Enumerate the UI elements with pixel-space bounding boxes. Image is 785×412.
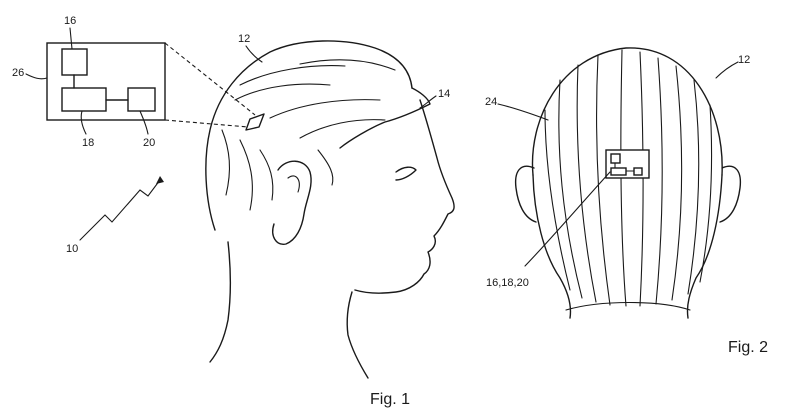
ref-label-12: 12 <box>238 33 250 45</box>
hair-strand <box>620 49 627 307</box>
ref-label-16-18-20: 16,18,20 <box>486 277 529 289</box>
hair-strand <box>639 51 644 307</box>
arrow-10 <box>79 179 161 241</box>
leader-24 <box>497 103 549 121</box>
ref-label-10: 10 <box>66 243 78 255</box>
block-20 <box>127 87 156 112</box>
ref-label-20: 20 <box>143 137 155 149</box>
hair-strand <box>699 104 713 283</box>
hair-strand <box>687 79 700 295</box>
head-left-side <box>532 174 572 319</box>
hair-strand <box>558 79 583 299</box>
head-side-view <box>205 40 455 379</box>
head-rear-view <box>514 47 742 319</box>
device-block-16 <box>610 153 621 164</box>
hair-strand <box>317 149 334 186</box>
leader-26 <box>25 73 48 80</box>
leader-20 <box>139 110 149 135</box>
projection-line-top <box>164 42 256 116</box>
block-diagram-inset <box>46 42 166 121</box>
leader-14 <box>419 95 437 109</box>
ref-label-24: 24 <box>485 96 497 108</box>
ref-label-18: 18 <box>82 137 94 149</box>
neck-line <box>565 301 691 311</box>
leader-18 <box>80 110 87 135</box>
head-top-outline <box>531 47 723 176</box>
figure-2-caption: Fig. 2 <box>728 339 768 356</box>
ref-label-12-rear: 12 <box>738 54 750 66</box>
head-back-outline <box>205 40 413 231</box>
hair-strand <box>671 65 683 301</box>
block-18 <box>61 87 107 112</box>
face-profile <box>354 99 455 294</box>
ref-label-26: 26 <box>12 67 24 79</box>
ear <box>272 160 312 245</box>
figure-2: 12 24 16,18,20 Fig. 2 <box>485 47 768 356</box>
leader-12-rear <box>715 61 739 79</box>
rear-device <box>605 149 650 179</box>
hair-strand <box>595 54 611 306</box>
projection-line-bottom <box>164 119 249 128</box>
neck-back <box>209 241 232 363</box>
head-right-side <box>686 174 723 319</box>
hair-strand <box>221 129 230 196</box>
hair-strand <box>576 64 597 303</box>
hairline-front <box>339 87 431 149</box>
device-block-18 <box>610 167 627 176</box>
right-ear <box>719 165 742 223</box>
neck-front <box>346 291 369 379</box>
figure-1-caption: Fig. 1 <box>370 391 410 408</box>
leader-16 <box>69 27 73 50</box>
block-16 <box>61 48 88 76</box>
leader-16-18-20 <box>524 171 611 267</box>
hair-strand <box>269 99 381 119</box>
arrowhead-10 <box>156 176 164 184</box>
figure-1: 16 26 18 20 12 14 10 Fig. 1 <box>12 15 455 408</box>
hair-strand <box>259 149 274 201</box>
hair-strand <box>299 119 386 139</box>
hair-strand <box>239 65 346 86</box>
hair-strand <box>239 139 253 211</box>
ref-label-16: 16 <box>64 15 76 27</box>
hair-strand <box>234 83 331 101</box>
left-ear <box>514 165 537 223</box>
implant-device <box>245 113 265 131</box>
hair-strand <box>299 59 396 71</box>
ear-inner <box>287 175 300 193</box>
ref-label-14: 14 <box>438 88 450 100</box>
hair-strand <box>544 109 571 291</box>
hair-strand <box>655 57 663 305</box>
leader-12 <box>245 45 263 63</box>
eye <box>395 166 417 181</box>
device-block-20 <box>633 167 643 176</box>
